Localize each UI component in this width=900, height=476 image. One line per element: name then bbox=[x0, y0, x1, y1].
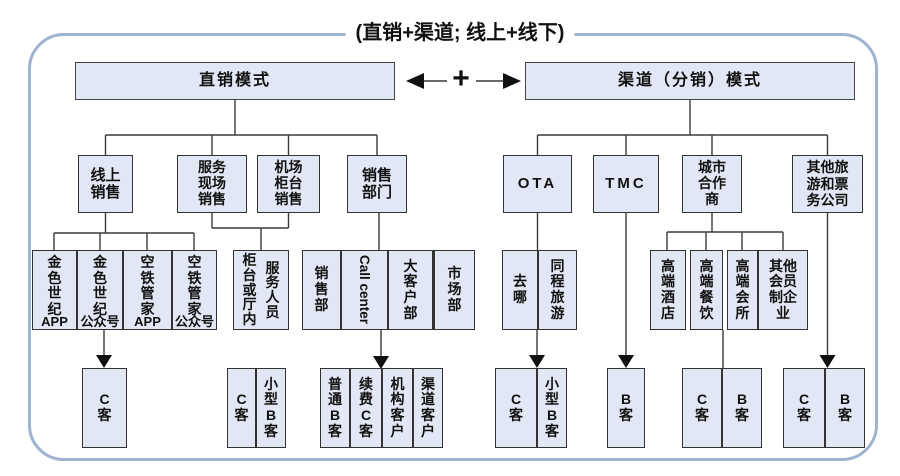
node-online-sales: 线上 销售 bbox=[78, 155, 133, 213]
node-label-counter: 柜 台 或 厅 内 bbox=[242, 252, 257, 328]
node-c-customer-service: C 客 bbox=[227, 368, 256, 448]
node-golden-century-gongzhonghao: 金 色 世 纪 公众号 bbox=[77, 250, 123, 330]
node-label: 小 型 B 客 bbox=[264, 375, 278, 439]
node-b-customer-other: B 客 bbox=[825, 368, 865, 448]
node-sublabel: APP bbox=[41, 314, 68, 330]
node-label: 渠 道 客 户 bbox=[421, 375, 435, 439]
node-label: B 客 bbox=[838, 391, 852, 423]
node-label: 空 铁 管 家 bbox=[140, 254, 155, 318]
arrow-down-icon bbox=[529, 355, 545, 368]
node-label: 高 端 会 所 bbox=[735, 257, 750, 321]
arrow-right-icon bbox=[503, 73, 521, 89]
node-airport-counter-sales: 机场 柜台 销售 bbox=[257, 155, 320, 213]
arrow-down-icon bbox=[618, 355, 634, 368]
node-label: 同 程 旅 游 bbox=[550, 257, 565, 321]
node-city-partner: 城市 合作 商 bbox=[682, 155, 742, 213]
node-c-customer-ota: C 客 bbox=[495, 368, 537, 448]
node-label: B 客 bbox=[735, 391, 749, 423]
node-c-customer-other: C 客 bbox=[783, 368, 825, 448]
node-golden-century-app: 金 色 世 纪 APP bbox=[32, 250, 77, 330]
node-other-membership-enterprise: 其他 会员 制企 业 bbox=[758, 250, 808, 330]
node-label: C 客 bbox=[797, 391, 811, 423]
node-renewal-c-customer: 续 费 C 客 bbox=[350, 368, 382, 448]
node-qunar: 去 哪 bbox=[502, 250, 538, 330]
node-label: 城市 合作 商 bbox=[698, 159, 726, 207]
node-c-customer-city: C 客 bbox=[682, 368, 722, 448]
node-channel-distribution-model: 渠道（分销）模式 bbox=[525, 62, 855, 100]
node-label: 销售 部门 bbox=[361, 166, 392, 201]
arrow-left-icon bbox=[406, 73, 424, 89]
arrow-down-icon bbox=[819, 355, 836, 368]
node-label: 金 色 世 纪 bbox=[93, 254, 107, 318]
plus-symbol: + bbox=[452, 62, 470, 95]
node-label: 小 型 B 客 bbox=[545, 375, 559, 439]
node-label: 线上 销售 bbox=[90, 166, 121, 201]
node-label: 高 端 酒 店 bbox=[661, 257, 675, 321]
node-tongcheng-travel: 同 程 旅 游 bbox=[538, 250, 577, 330]
node-label: 高 端 餐 饮 bbox=[699, 257, 714, 321]
node-label: 其他 会员 制企 业 bbox=[769, 257, 797, 321]
arrow-down-icon bbox=[96, 355, 112, 368]
node-marketing-dept: 市 场 部 bbox=[433, 250, 475, 330]
node-label: Call center bbox=[357, 255, 373, 325]
node-sublabel: APP bbox=[134, 314, 161, 330]
node-institution-customer: 机 构 客 户 bbox=[382, 368, 413, 448]
node-kongtie-guanjia-gongzhonghao: 空 铁 管 家 公众号 bbox=[172, 250, 217, 330]
node-other-travel-ticket-company: 其他旅 游和票 务公司 bbox=[792, 155, 863, 213]
node-call-center: Call center bbox=[341, 250, 388, 330]
node-label: C 客 bbox=[695, 391, 709, 423]
node-label: OTA bbox=[517, 175, 558, 193]
node-ordinary-b-customer: 普 通 B 客 bbox=[320, 368, 350, 448]
node-label: TMC bbox=[605, 175, 647, 193]
node-direct-sales-model: 直销模式 bbox=[75, 62, 395, 100]
arrow-down-icon bbox=[373, 356, 389, 369]
node-label: 直销模式 bbox=[198, 71, 271, 89]
node-label: 销 售 部 bbox=[314, 265, 329, 313]
node-label: B 客 bbox=[619, 391, 633, 423]
node-label: C 客 bbox=[234, 391, 249, 423]
node-small-b-customer-ota: 小 型 B 客 bbox=[537, 368, 567, 448]
node-sales-department: 销售 部门 bbox=[347, 155, 407, 213]
node-service-onsite-sales: 服务 现场 销售 bbox=[177, 155, 247, 213]
node-c-customer-online: C 客 bbox=[82, 368, 127, 448]
node-label: C 客 bbox=[509, 391, 523, 423]
node-key-account-dept: 大 客 户 部 bbox=[388, 250, 433, 330]
node-sales-division: 销 售 部 bbox=[302, 250, 341, 330]
node-highend-club: 高 端 会 所 bbox=[727, 250, 758, 330]
node-label: 大 客 户 部 bbox=[403, 257, 418, 321]
node-b-customer-city: B 客 bbox=[722, 368, 762, 448]
node-highend-dining: 高 端 餐 饮 bbox=[690, 250, 723, 330]
node-kongtie-guanjia-app: 空 铁 管 家 APP bbox=[123, 250, 172, 330]
node-label: 其他旅 游和票 务公司 bbox=[806, 158, 849, 209]
node-label: C 客 bbox=[97, 391, 112, 423]
node-label: 机 构 客 户 bbox=[390, 375, 405, 439]
diagram-title: (直销+渠道; 线上+线下) bbox=[345, 17, 575, 49]
node-counter-or-hall-service-staff: 柜 台 或 厅 内 服 务 人 员 bbox=[233, 250, 289, 330]
node-sublabel: 公众号 bbox=[174, 314, 215, 330]
node-label-service-staff: 服 务 人 员 bbox=[265, 259, 280, 320]
node-label: 机场 柜台 销售 bbox=[274, 159, 303, 207]
node-label: 金 色 世 纪 bbox=[47, 254, 62, 318]
node-highend-hotel: 高 端 酒 店 bbox=[650, 250, 686, 330]
node-label: 渠道（分销）模式 bbox=[617, 71, 762, 89]
node-label: 续 费 C 客 bbox=[359, 375, 373, 439]
node-label: 去 哪 bbox=[513, 273, 527, 305]
node-b-customer-tmc: B 客 bbox=[607, 368, 645, 448]
node-sublabel: 公众号 bbox=[80, 314, 120, 330]
node-label: 市 场 部 bbox=[447, 265, 462, 313]
node-label: 空 铁 管 家 bbox=[187, 254, 202, 318]
node-small-b-customer-service: 小 型 B 客 bbox=[256, 368, 286, 448]
node-ota: OTA bbox=[503, 155, 572, 213]
node-label: 服务 现场 销售 bbox=[198, 159, 226, 207]
node-tmc: TMC bbox=[593, 155, 659, 213]
node-channel-customer: 渠 道 客 户 bbox=[413, 368, 443, 448]
node-label: 普 通 B 客 bbox=[328, 375, 342, 439]
